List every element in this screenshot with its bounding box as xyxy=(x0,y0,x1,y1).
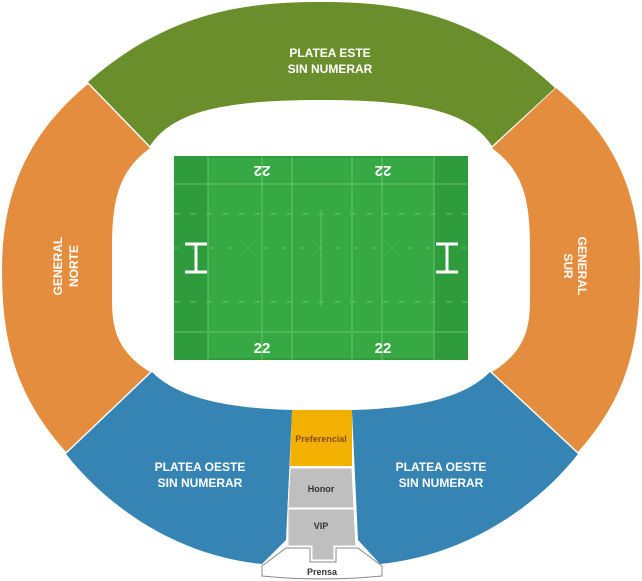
rugby-field: 22 22 22 22 xyxy=(174,156,468,360)
section-platea-oeste-right[interactable] xyxy=(352,372,578,564)
yard-22-top-left: 22 xyxy=(254,162,271,179)
section-platea-oeste-left[interactable] xyxy=(66,372,292,564)
goal-post-right-icon xyxy=(436,242,458,274)
platea-oeste-right-label-2: SIN NUMERAR xyxy=(399,476,484,490)
platea-este-label-1: PLATEA ESTE xyxy=(289,46,370,60)
honor-label: Honor xyxy=(308,484,335,494)
yard-22-top-right: 22 xyxy=(375,162,392,179)
preferencial-label: Preferencial xyxy=(295,434,347,444)
platea-oeste-left-label-1: PLATEA OESTE xyxy=(155,460,246,474)
general-norte-label-1: GENERAL xyxy=(51,237,65,296)
general-norte-label-2: NORTE xyxy=(67,245,81,287)
general-sur-label-1: GENERAL xyxy=(575,237,589,296)
section-vip[interactable] xyxy=(287,508,357,561)
section-general-norte[interactable] xyxy=(2,84,150,452)
section-general-sur[interactable] xyxy=(492,88,640,452)
yard-22-bottom-left: 22 xyxy=(254,340,271,357)
goal-post-left-icon xyxy=(185,242,207,274)
prensa-label: Prensa xyxy=(307,567,338,577)
section-preferencial[interactable] xyxy=(290,410,352,466)
section-prensa[interactable] xyxy=(261,547,383,580)
platea-oeste-left-label-2: SIN NUMERAR xyxy=(158,476,243,490)
platea-este-label-2: SIN NUMERAR xyxy=(288,62,373,76)
yard-22-bottom-right: 22 xyxy=(375,340,392,357)
section-platea-este[interactable] xyxy=(88,2,555,146)
vip-label: VIP xyxy=(314,521,329,531)
platea-oeste-right-label-1: PLATEA OESTE xyxy=(396,460,487,474)
general-sur-label-2: SUR xyxy=(561,253,575,279)
section-honor[interactable] xyxy=(287,467,355,509)
